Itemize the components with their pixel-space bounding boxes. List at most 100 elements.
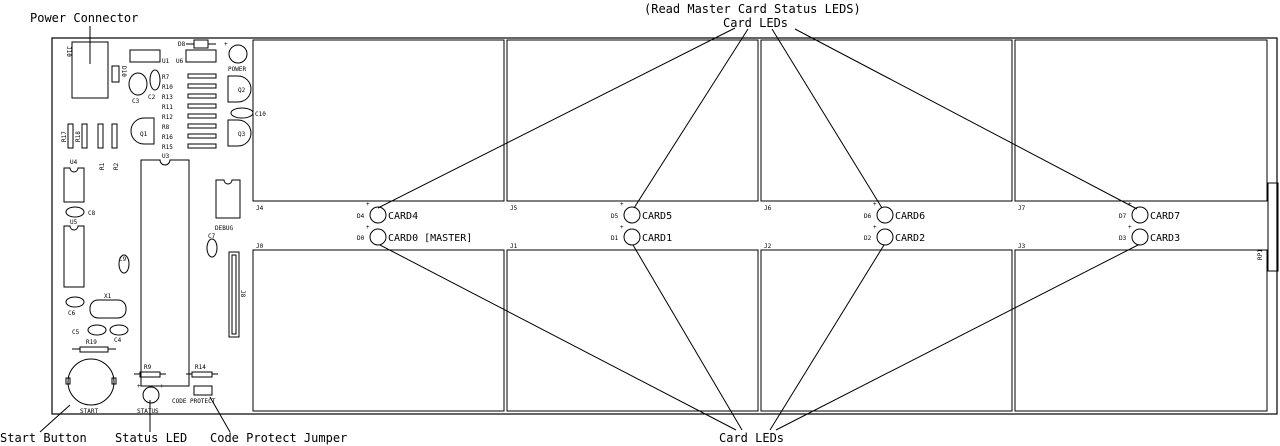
r8-label: R8: [162, 124, 170, 131]
u1-regulator: [129, 49, 161, 63]
led-label-card3: CARD3: [1150, 233, 1180, 244]
q1-label: Q1: [140, 131, 148, 138]
r16-label: R16: [162, 134, 173, 141]
card-slots-top: J4 J5 J6 J7: [252, 39, 1268, 212]
led-plus: +: [620, 201, 624, 208]
r9-label: R9: [144, 364, 152, 371]
led-label-card4: CARD4: [388, 211, 418, 222]
u5-ic: [63, 225, 85, 288]
leds-bottom: + + + + D0 D1 D2 D3 CARD0 [MASTER] CARD1…: [357, 224, 1180, 246]
c9-label: C9: [119, 256, 127, 263]
c8-label: C8: [88, 210, 96, 217]
led-plus: +: [137, 383, 141, 390]
r18-resistor: [81, 123, 88, 149]
slot-j5: [506, 39, 759, 202]
c6-capacitor: [65, 296, 85, 308]
led-plus: +: [1128, 224, 1132, 231]
led-label-card2: CARD2: [895, 233, 925, 244]
led-d3: [1131, 228, 1149, 246]
c7-label: C7: [208, 233, 216, 240]
leaders-top-card-leds: [377, 27, 1138, 210]
power-led: [228, 44, 248, 64]
callout-status-led: Status LED: [115, 431, 187, 445]
led-label-card7: CARD7: [1150, 211, 1180, 222]
r19-label: R19: [86, 339, 97, 346]
c4-label: C4: [114, 337, 122, 344]
c3-label: C3: [132, 98, 140, 105]
rp1-connector: [1267, 182, 1279, 272]
x1-crystal: [89, 299, 127, 319]
leaders-left: [39, 26, 231, 433]
slot-j1: [506, 249, 759, 412]
slot-label-j6: J6: [764, 205, 772, 212]
u6-label: U6: [176, 58, 184, 65]
q2-transistor: [227, 75, 252, 103]
led-ref-d5: D5: [611, 213, 619, 220]
led-plus: +: [620, 224, 624, 231]
j10-label: J10: [65, 46, 72, 57]
r2-resistor: [111, 123, 118, 149]
c2-capacitor: [149, 69, 161, 91]
slot-j3: [1014, 249, 1268, 412]
status-label: STATUS: [137, 408, 159, 415]
q1-transistor: [130, 117, 155, 145]
led-plus: +: [873, 224, 877, 231]
led-d7: [1131, 206, 1149, 224]
callout-card-leds-bottom: Card LEDs: [719, 431, 784, 445]
led-ref-d3: D3: [1119, 235, 1127, 242]
resistor-stack: R7 R10 R13 R11 R12 R8 R16 R15: [162, 73, 217, 151]
r14-label: R14: [195, 364, 206, 371]
led-ref-d1: D1: [611, 235, 619, 242]
slot-j4: [252, 39, 505, 202]
slot-j2: [760, 249, 1013, 412]
rp1-label: RP1: [1257, 249, 1264, 260]
q3-label: Q3: [238, 131, 246, 138]
board-outline: [51, 37, 1278, 415]
slot-j6: [760, 39, 1013, 202]
u5-label: U5: [70, 219, 78, 226]
callout-power-connector: Power Connector: [30, 11, 138, 25]
debug-connector: [215, 179, 241, 219]
u4-label: U4: [70, 159, 78, 166]
card-slots-bottom: J0 J1 J2 J3: [252, 243, 1268, 412]
u1-label: U1: [162, 58, 170, 65]
c6-label: C6: [68, 310, 76, 317]
r14-resistor: [191, 371, 213, 378]
q2-label: Q2: [238, 87, 246, 94]
slot-j0: [252, 249, 505, 412]
led-d5: [623, 206, 641, 224]
d10-label: D10: [120, 66, 127, 77]
code-protect-jumper: [193, 385, 213, 396]
led-plus: +: [873, 201, 877, 208]
slot-label-j5: J5: [510, 205, 518, 212]
start-label: START: [80, 408, 98, 415]
j8-header: [228, 251, 240, 338]
c8-capacitor: [65, 206, 85, 218]
c2-label: C2: [148, 94, 156, 101]
callout-code-protect-jumper: Code Protect Jumper: [210, 431, 347, 445]
r11-label: R11: [162, 104, 173, 111]
u3-label: U3: [162, 153, 170, 160]
led-d6: [876, 206, 894, 224]
c10-label: C10: [255, 111, 266, 118]
c3-capacitor: [128, 72, 148, 96]
led-plus: +: [366, 201, 370, 208]
c5-label: C5: [72, 329, 80, 336]
c10-capacitor: [230, 107, 254, 119]
r19-resistor: [79, 346, 109, 353]
d10-diode: [111, 65, 120, 83]
r10-label: R10: [162, 84, 173, 91]
c4-capacitor: [109, 324, 129, 336]
r7-label: R7: [162, 74, 170, 81]
slot-label-j0: J0: [256, 243, 264, 250]
slot-label-j3: J3: [1018, 243, 1026, 250]
q3-transistor: [227, 119, 252, 147]
led-d1: [623, 228, 641, 246]
r1-label: R1: [99, 162, 106, 170]
r15-label: R15: [162, 144, 173, 151]
led-d0: [369, 228, 387, 246]
r12-label: R12: [162, 114, 173, 121]
led-plus: +: [1128, 201, 1132, 208]
led-plus: +: [366, 224, 370, 231]
